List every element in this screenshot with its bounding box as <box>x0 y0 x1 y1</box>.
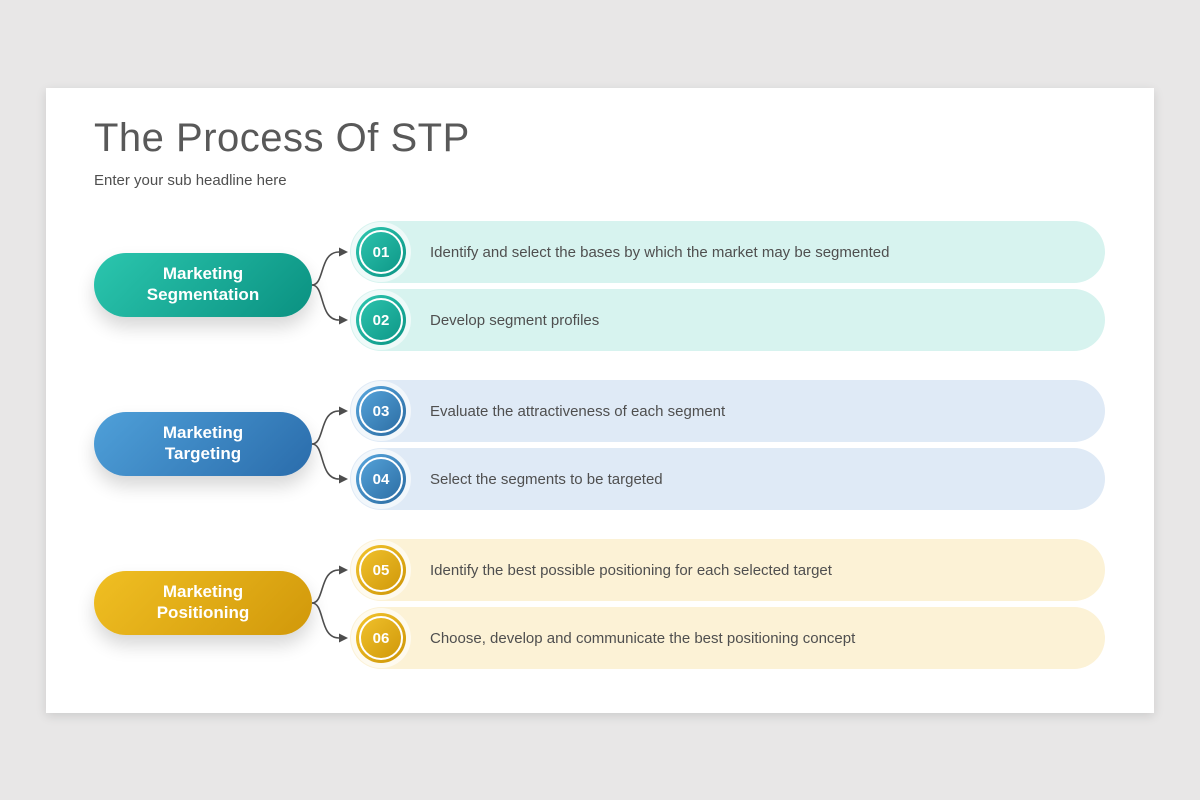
step-number-badge: 06 <box>356 613 406 663</box>
step-number: 04 <box>372 470 390 488</box>
group-targeting: Marketing Targeting 03 Evaluate the attr… <box>94 380 1105 510</box>
step-row: 02 Develop segment profiles <box>350 289 1105 351</box>
branch-connector-icon <box>311 406 348 484</box>
step-description: Identify the best possible positioning f… <box>430 561 832 579</box>
step-row: 01 Identify and select the bases by whic… <box>350 221 1105 283</box>
step-number-badge: 05 <box>356 545 406 595</box>
step-description: Develop segment profiles <box>430 311 600 329</box>
branch-connector-icon <box>311 247 348 325</box>
step-description: Select the segments to be targeted <box>430 470 663 488</box>
step-description: Evaluate the attractiveness of each segm… <box>430 402 726 420</box>
step-number: 01 <box>372 243 390 261</box>
category-pill-positioning: Marketing Positioning <box>94 571 312 635</box>
step-number-badge: 01 <box>356 227 406 277</box>
step-number: 03 <box>372 402 390 420</box>
step-number: 05 <box>372 561 390 579</box>
step-number: 06 <box>372 629 390 647</box>
slide-card: The Process Of STP Enter your sub headli… <box>46 88 1154 713</box>
category-pill-label: Marketing Positioning <box>156 582 250 622</box>
step-number: 02 <box>372 311 390 329</box>
step-number-badge: 04 <box>356 454 406 504</box>
step-row: 03 Evaluate the attractiveness of each s… <box>350 380 1105 442</box>
step-row: 04 Select the segments to be targeted <box>350 448 1105 510</box>
step-description: Identify and select the bases by which t… <box>430 243 890 261</box>
step-number-badge: 03 <box>356 386 406 436</box>
group-segmentation: Marketing Segmentation 01 Identify and s… <box>94 221 1105 351</box>
category-pill-label: Marketing Targeting <box>162 423 244 463</box>
page-title: The Process Of STP <box>94 116 470 160</box>
group-positioning: Marketing Positioning 05 Identify the be… <box>94 539 1105 669</box>
step-row: 05 Identify the best possible positionin… <box>350 539 1105 601</box>
step-number-badge: 02 <box>356 295 406 345</box>
category-pill-targeting: Marketing Targeting <box>94 412 312 476</box>
page-subtitle: Enter your sub headline here <box>94 172 287 189</box>
category-pill-label: Marketing Segmentation <box>146 264 260 304</box>
step-row: 06 Choose, develop and communicate the b… <box>350 607 1105 669</box>
step-description: Choose, develop and communicate the best… <box>430 629 856 647</box>
category-pill-segmentation: Marketing Segmentation <box>94 253 312 317</box>
branch-connector-icon <box>311 565 348 643</box>
